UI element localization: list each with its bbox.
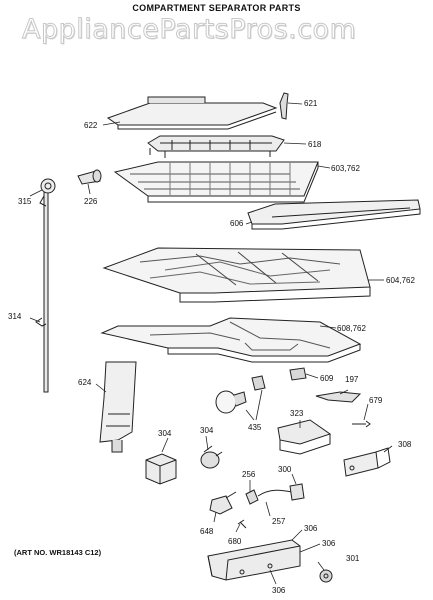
callout-257: 257 <box>272 517 286 526</box>
part-435-bulb <box>215 375 266 414</box>
callout-624: 624 <box>78 378 92 387</box>
part-226-knob <box>77 169 102 185</box>
diagram-title: COMPARTMENT SEPARATOR PARTS <box>132 3 301 13</box>
callout-315: 315 <box>18 197 32 206</box>
callout-306-c: 306 <box>272 586 286 595</box>
part-680-screw <box>237 519 247 529</box>
callout-197: 197 <box>345 375 359 384</box>
part-306-housing <box>207 539 301 581</box>
callout-618: 618 <box>308 140 322 149</box>
callout-621: 621 <box>304 99 318 108</box>
callout-314: 314 <box>8 312 22 321</box>
callout-679: 679 <box>369 396 383 405</box>
callout-323: 323 <box>290 409 304 418</box>
callout-labels: 622 621 618 603,762 315 226 606 604,762 … <box>8 99 415 595</box>
callout-226: 226 <box>84 197 98 206</box>
part-621-rod <box>279 92 289 120</box>
part-197-strip <box>315 391 362 403</box>
part-308-bracket <box>343 447 391 477</box>
leader-lines <box>29 102 393 585</box>
part-618-rail <box>147 135 285 158</box>
part-679-screw <box>352 420 371 428</box>
part-622-cover <box>106 96 278 130</box>
part-608-tray <box>100 317 362 363</box>
callout-306-b: 306 <box>322 539 336 548</box>
part-301-knob <box>319 569 333 583</box>
callout-256: 256 <box>242 470 256 479</box>
callout-604-762: 604,762 <box>386 276 415 285</box>
callout-435: 435 <box>248 423 262 432</box>
callout-308: 308 <box>398 440 412 449</box>
part-648-thermostat <box>209 491 237 515</box>
callout-622: 622 <box>84 121 98 130</box>
callout-606: 606 <box>230 219 244 228</box>
callout-609: 609 <box>320 374 334 383</box>
part-256-300-wires <box>245 483 305 505</box>
part-304-block <box>145 453 177 485</box>
callout-680: 680 <box>228 537 242 546</box>
callout-608-762: 608,762 <box>337 324 366 333</box>
callout-304-switch: 304 <box>200 426 214 435</box>
part-606-strip <box>247 199 421 230</box>
part-604-tray <box>102 247 371 303</box>
part-603-shelf <box>113 161 319 203</box>
part-624-panel <box>99 361 137 453</box>
part-315-314-rod <box>35 178 56 393</box>
callout-648: 648 <box>200 527 214 536</box>
part-323-housing <box>277 419 332 455</box>
part-609-clip <box>289 367 307 381</box>
callout-301: 301 <box>346 554 360 563</box>
callout-603-762: 603,762 <box>331 164 360 173</box>
callout-304-block: 304 <box>158 429 172 438</box>
callout-306-a: 306 <box>304 524 318 533</box>
watermark: AppliancePartsPros.com <box>21 14 357 46</box>
part-304-switch <box>200 445 223 469</box>
art-number: (ART NO. WR18143 C12) <box>14 548 102 557</box>
callout-300: 300 <box>278 465 292 474</box>
